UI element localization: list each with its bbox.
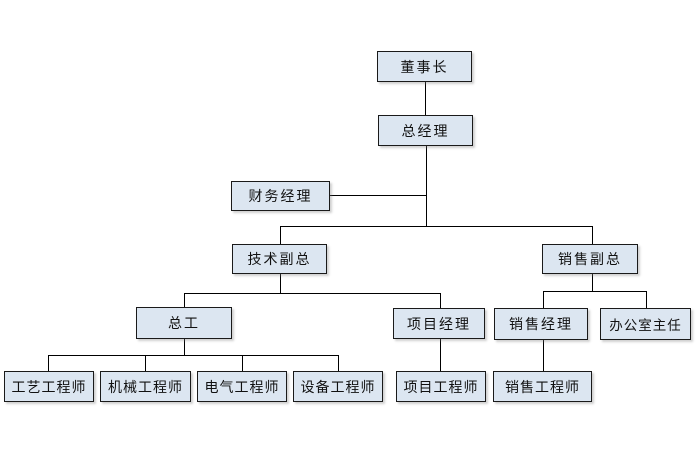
node-project-manager: 项目经理 bbox=[393, 308, 485, 339]
node-sales-manager: 销售经理 bbox=[494, 308, 588, 340]
connector-line bbox=[543, 291, 544, 308]
connector-line bbox=[280, 274, 281, 293]
connector-line bbox=[646, 291, 647, 308]
connector-line bbox=[184, 339, 185, 355]
node-sales-engineer: 销售工程师 bbox=[493, 371, 592, 402]
connector-line bbox=[426, 146, 427, 226]
node-office-director: 办公室主任 bbox=[600, 308, 691, 340]
connector-line bbox=[425, 82, 426, 115]
node-chief-engineer: 总工 bbox=[136, 307, 232, 339]
node-chairman: 董事长 bbox=[377, 51, 472, 82]
node-process-engineer: 工艺工程师 bbox=[4, 371, 94, 402]
connector-line bbox=[440, 339, 441, 371]
connector-line bbox=[280, 226, 593, 227]
node-technical-vp: 技术副总 bbox=[232, 244, 327, 274]
connector-line bbox=[48, 355, 339, 356]
node-general-manager: 总经理 bbox=[378, 115, 473, 146]
connector-line bbox=[440, 293, 441, 308]
node-project-engineer: 项目工程师 bbox=[396, 371, 486, 402]
connector-line bbox=[184, 293, 441, 294]
node-sales-vp: 销售副总 bbox=[542, 244, 638, 274]
connector-line bbox=[330, 195, 427, 196]
node-mechanical-engineer: 机械工程师 bbox=[100, 371, 191, 402]
node-equipment-engineer: 设备工程师 bbox=[293, 371, 383, 402]
connector-line bbox=[338, 355, 339, 371]
connector-line bbox=[280, 226, 281, 244]
connector-line bbox=[543, 291, 647, 292]
connector-line bbox=[184, 293, 185, 307]
connector-line bbox=[592, 274, 593, 291]
node-electrical-engineer: 电气工程师 bbox=[197, 371, 287, 402]
connector-line bbox=[592, 226, 593, 244]
node-finance-manager: 财务经理 bbox=[231, 181, 330, 211]
connector-line bbox=[242, 355, 243, 371]
connector-line bbox=[145, 355, 146, 371]
connector-line bbox=[48, 355, 49, 371]
connector-line bbox=[543, 340, 544, 371]
